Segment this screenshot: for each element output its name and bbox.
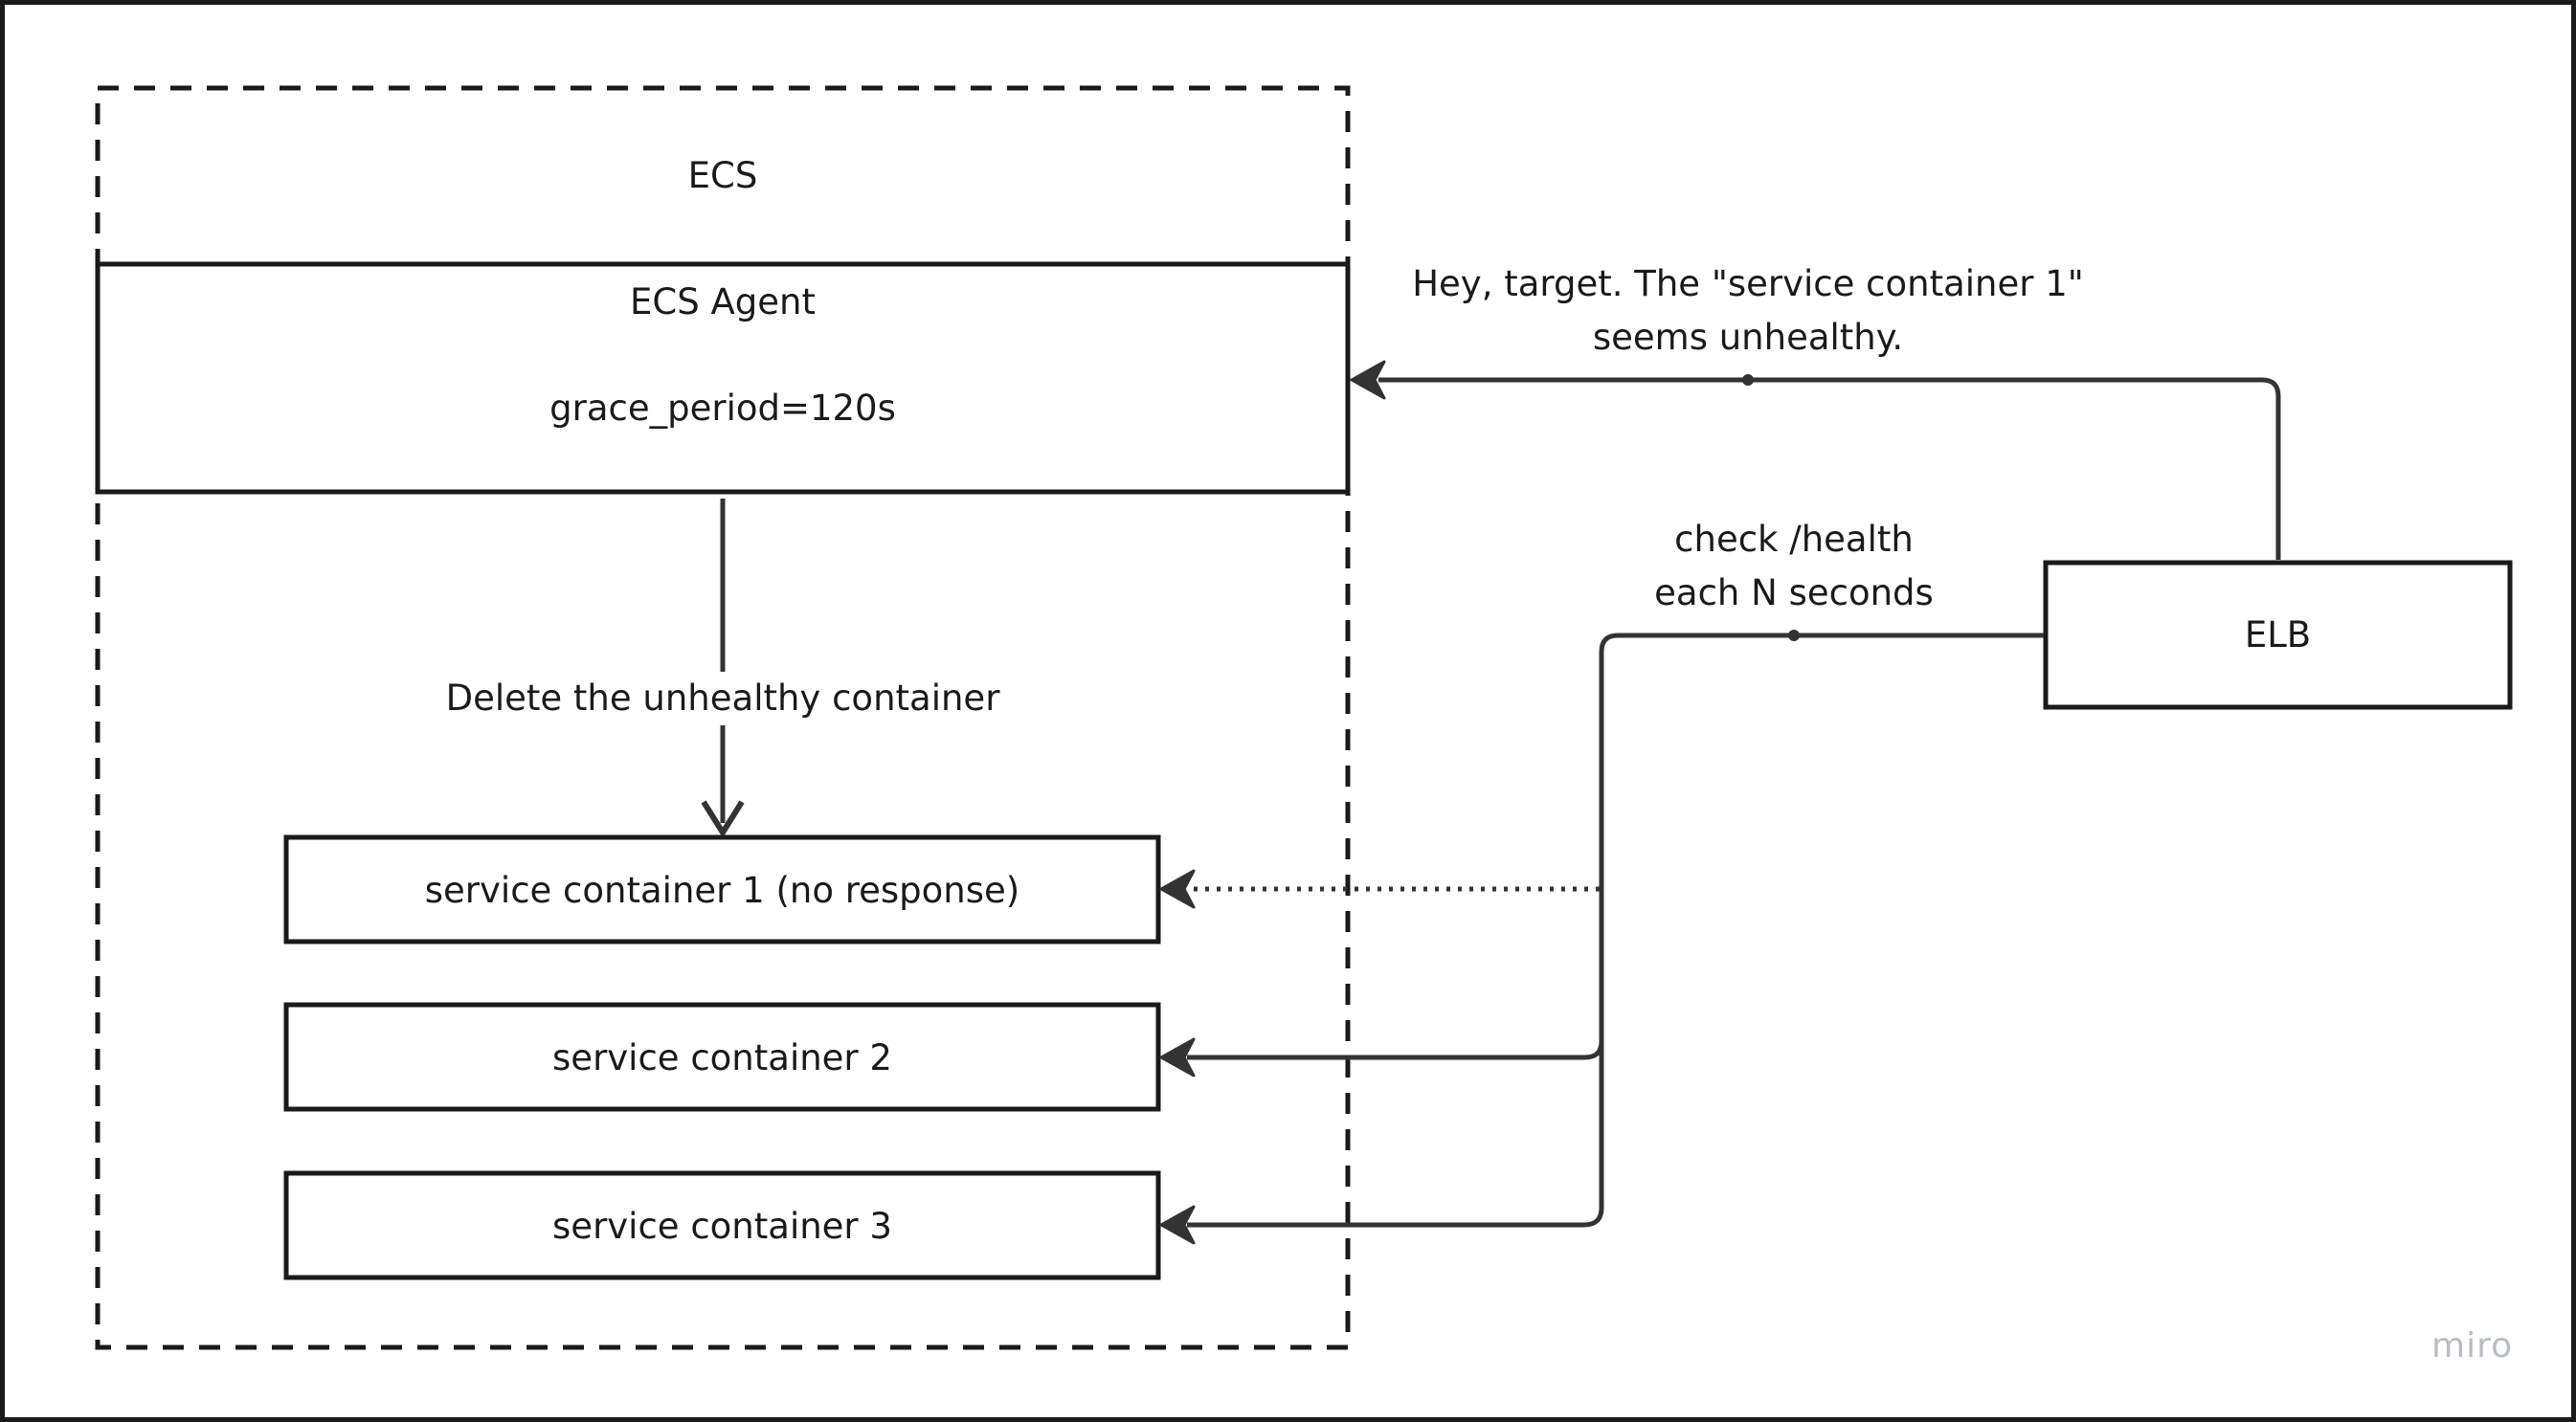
health-check-label-line-2: each N seconds <box>1654 572 1934 613</box>
health-check-midpoint-dot <box>1788 630 1800 641</box>
notify-label-line-1: Hey, target. The "service container 1" <box>1412 263 2084 304</box>
notify-label-line-2: seems unhealthy. <box>1592 317 1904 358</box>
branch-1-arrow-head <box>1159 869 1196 909</box>
elb-label: ELB <box>2244 614 2312 655</box>
service-container-2-label: service container 2 <box>552 1037 892 1078</box>
service-container-1-box[interactable] <box>283 834 1161 944</box>
service-container-1-label: service container 1 (no response) <box>424 870 1020 911</box>
branch-2-arrow-head <box>1159 1037 1196 1078</box>
branch-3-arrow-head <box>1159 1205 1196 1245</box>
delete-arrow-head <box>701 800 745 835</box>
health-check-branch-2 <box>1187 1040 1604 1060</box>
service-container-3-label: service container 3 <box>552 1206 892 1247</box>
notify-midpoint-dot <box>1742 374 1754 386</box>
health-check-label-line-1: check /health <box>1674 519 1914 560</box>
notify-arrow-head <box>1350 360 1386 400</box>
service-container-2-box[interactable] <box>283 1002 1161 1112</box>
service-container-3-box[interactable] <box>283 1170 1161 1280</box>
ecs-agent-grace-period: grace_period=120s <box>549 388 896 429</box>
ecs-agent-title: ECS Agent <box>630 281 816 322</box>
health-check-trunk <box>1187 633 2044 1228</box>
ecs-cluster-boundary <box>95 85 1351 1350</box>
notify-arrow <box>1378 377 2281 560</box>
ecs-agent-box[interactable] <box>95 261 1351 495</box>
delete-label: Delete the unhealthy container <box>388 672 1058 725</box>
miro-watermark: miro <box>2431 1326 2514 1366</box>
elb-box[interactable] <box>2043 560 2513 710</box>
ecs-label: ECS <box>687 155 758 196</box>
